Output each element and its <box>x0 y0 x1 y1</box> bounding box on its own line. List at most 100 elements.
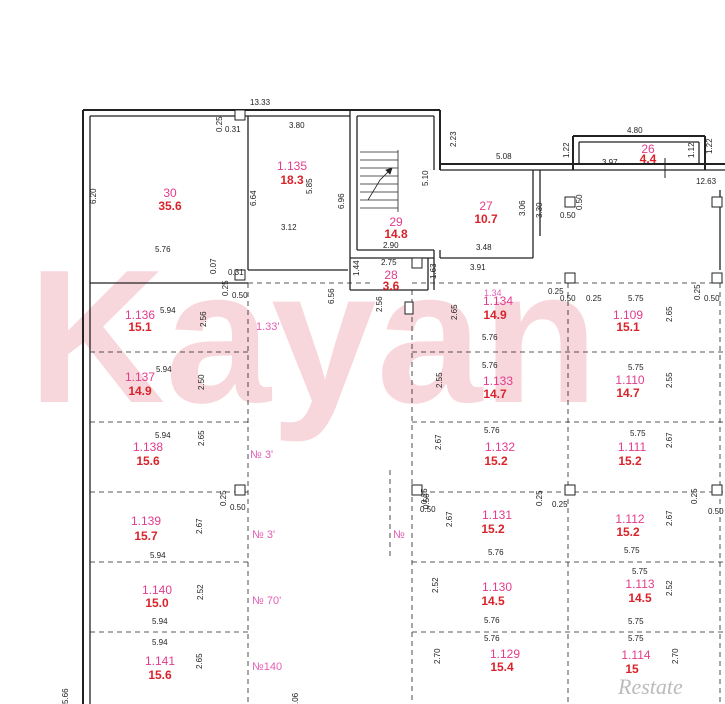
watermark: Kayan <box>28 231 598 443</box>
room-area: 14.7 <box>483 387 507 401</box>
dimension: 2.67 <box>195 518 204 534</box>
dimension: 5.75 <box>628 617 644 626</box>
dimension: 2.50 <box>197 374 206 390</box>
dimension: 2.56 <box>375 296 384 312</box>
room-id: 26 <box>641 142 655 156</box>
room-mark: № 3' <box>252 529 275 541</box>
room-marks: 1.33' № 3' № 3' № 70' №140 № 1.34 <box>250 288 502 673</box>
dimension: 5.76 <box>484 616 500 625</box>
dimension: 6.20 <box>89 188 98 204</box>
dimension: 0.50 <box>708 507 724 516</box>
room-id: 1.136 <box>125 308 155 322</box>
dimension: 0.25 <box>221 280 230 296</box>
dimension: 2.52 <box>431 577 440 593</box>
room-labels: 30 35.6 1.135 18.3 29 14.8 28 3.6 27 10.… <box>125 142 657 682</box>
dimension: 2.75 <box>381 258 397 267</box>
room-id: 1.112 <box>615 512 644 526</box>
dimension: 6.64 <box>249 190 258 206</box>
dimension: 5.76 <box>484 634 500 643</box>
room-area: 15.7 <box>134 529 158 543</box>
dimension: 5.94 <box>155 431 171 440</box>
room-id: 1.109 <box>613 308 643 322</box>
dimension: 5.75 <box>628 294 644 303</box>
dimension: 0.25 <box>215 116 224 132</box>
room-mark: 1.34 <box>484 288 502 298</box>
dimension: 2.67 <box>665 432 674 448</box>
dimension: 0.25 <box>693 284 702 300</box>
dimension: 0.50 <box>575 194 584 210</box>
room-area: 35.6 <box>158 199 182 213</box>
room-mark: № <box>393 529 405 541</box>
dimension: 0.25 <box>690 488 699 504</box>
dimension-labels: 13.33 0.25 0.31 3.80 2.23 4.80 6.20 5.76… <box>61 98 724 704</box>
dimension: 0.07 <box>209 258 218 274</box>
room-id: 1.134 <box>483 294 513 308</box>
dimension: 1.22 <box>562 142 571 158</box>
dimension: 3.12 <box>281 223 297 232</box>
dimension: 4.80 <box>627 126 643 135</box>
room-id: 1.139 <box>131 514 161 528</box>
dimension: 2.67 <box>434 434 443 450</box>
dimension: 2.52 <box>665 580 674 596</box>
dimension: 3.91 <box>470 263 486 272</box>
dimension: 0.25 <box>586 294 602 303</box>
room-mark: № 3' <box>250 449 273 461</box>
dimension: 5.75 <box>624 546 640 555</box>
dimension: 2.65 <box>450 304 459 320</box>
dimension: 5.75 <box>628 363 644 372</box>
room-id: 1.133 <box>483 374 513 388</box>
room-area: 15.6 <box>136 454 160 468</box>
room-area: 14.9 <box>483 308 507 322</box>
dimension: 1.12 <box>687 142 696 158</box>
dimension: 0.50 <box>422 493 431 509</box>
dimension: 2.56 <box>199 311 208 327</box>
dimension: 0.25 <box>535 490 544 506</box>
room-area: 15.1 <box>616 320 640 334</box>
dimension: 2.70 <box>433 648 442 664</box>
dimension: 6.96 <box>337 193 346 209</box>
dimension: 3.30 <box>535 202 544 218</box>
dimension: 0.25 <box>219 490 228 506</box>
dimension: 2.52 <box>196 584 205 600</box>
dimension: 0.50 <box>230 503 246 512</box>
room-area: 4.4 <box>640 152 657 166</box>
room-id: 1.131 <box>482 508 512 522</box>
dimension: 0.25 <box>548 287 564 296</box>
dimension: .06 <box>291 692 300 704</box>
room-area: 10.7 <box>474 212 498 226</box>
room-area: 15.2 <box>616 525 640 539</box>
room-area: 14.7 <box>616 386 640 400</box>
dimension: 5.75 <box>630 429 646 438</box>
dimension: 2.65 <box>197 430 206 446</box>
dimension: 5.94 <box>150 551 166 560</box>
dimension: 5.76 <box>488 548 504 557</box>
dimension: 0.31 <box>228 268 244 277</box>
room-id: 1.130 <box>482 580 512 594</box>
room-id: 1.110 <box>615 373 644 387</box>
dimension: 0.25 <box>552 500 568 509</box>
room-area: 14.8 <box>384 227 408 241</box>
room-id: 27 <box>479 199 493 213</box>
dimension: 0.50 <box>704 294 720 303</box>
dimension: 1.22 <box>705 138 714 154</box>
dimension: 5.94 <box>156 365 172 374</box>
room-area: 15.0 <box>145 596 169 610</box>
dimension: 0.31 <box>225 125 241 134</box>
room-id: 1.113 <box>625 577 654 591</box>
room-mark: № 70' <box>252 595 281 607</box>
dimension: 5.76 <box>482 361 498 370</box>
dimension: 2.55 <box>435 372 444 388</box>
dimension: 1.44 <box>352 260 361 276</box>
room-area: 15.2 <box>618 454 642 468</box>
room-id: 1.138 <box>133 440 163 454</box>
room-id: 1.132 <box>485 440 515 454</box>
dimension: 0.50 <box>420 505 436 514</box>
dimension: 5.10 <box>421 170 430 186</box>
dimension: 2.65 <box>665 306 674 322</box>
dimension: 2.67 <box>445 511 454 527</box>
dimension: 3.48 <box>476 243 492 252</box>
room-id: 1.137 <box>125 370 155 384</box>
dimension: 5.08 <box>496 152 512 161</box>
dimension: 5.66 <box>61 688 70 704</box>
dimension: 1.63 <box>429 263 438 279</box>
